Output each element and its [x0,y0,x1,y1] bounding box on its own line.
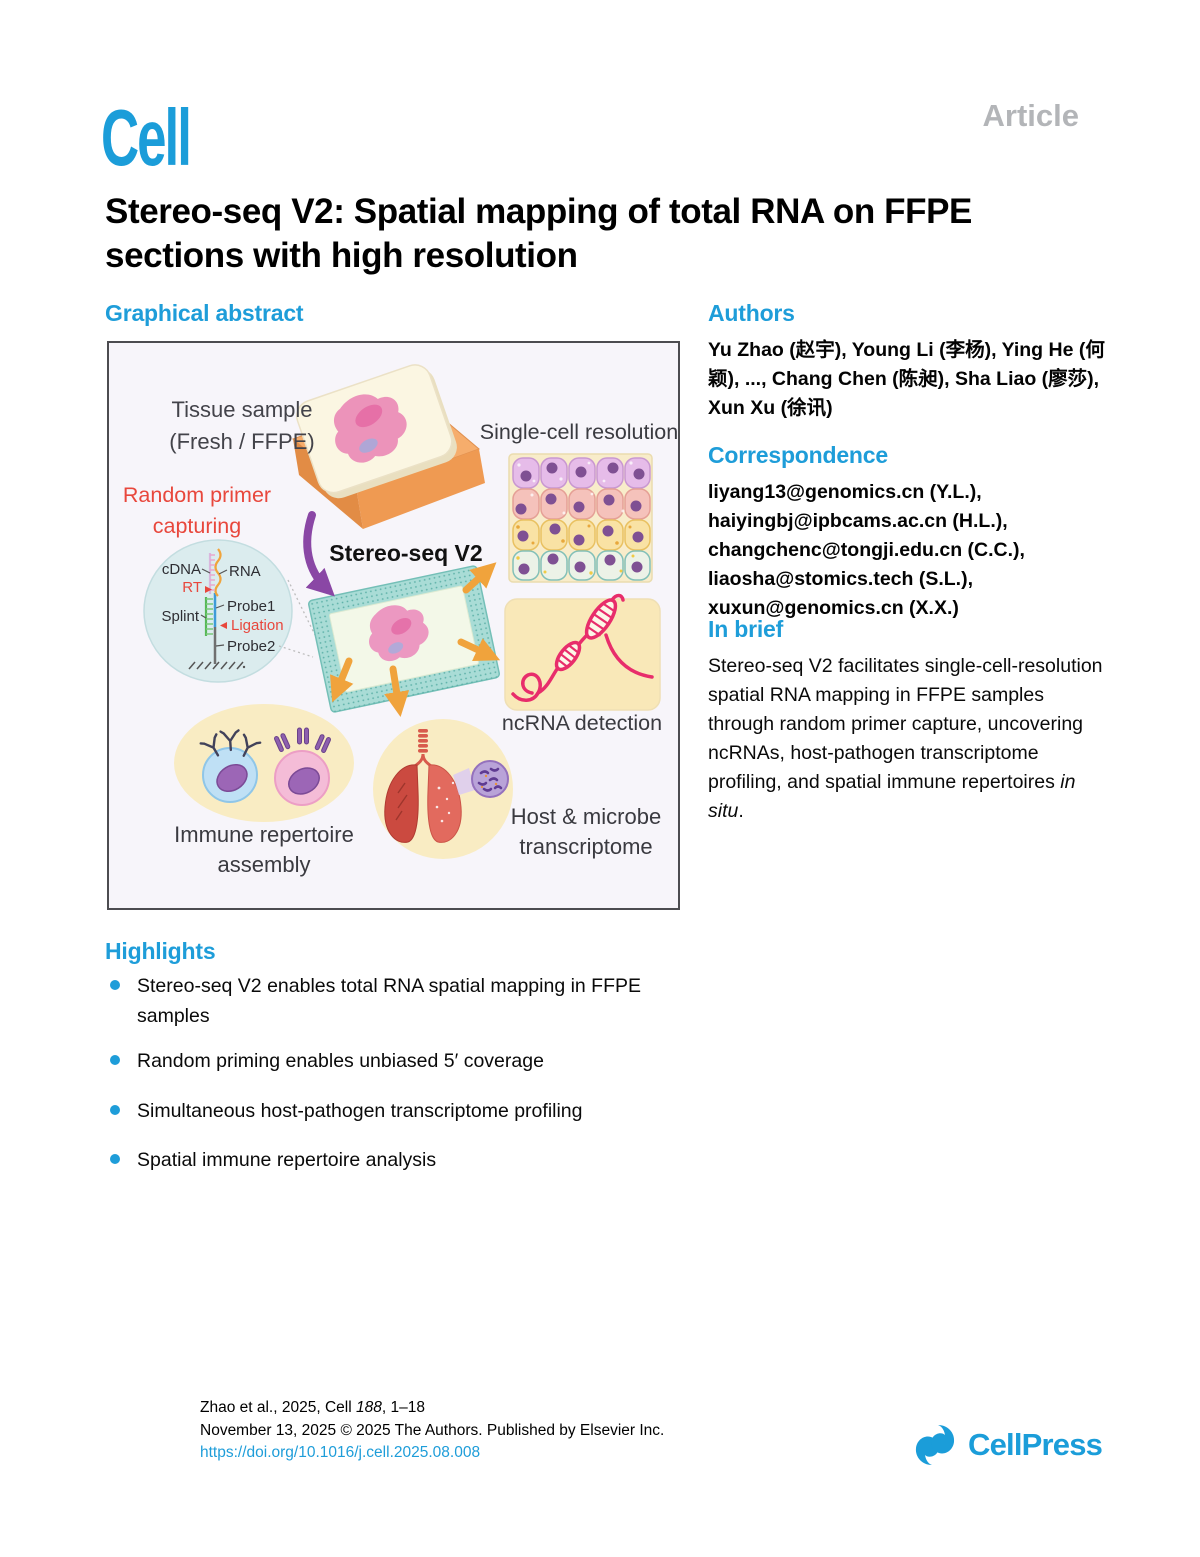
cell-journal-logo: Cell [101,93,192,182]
correspondence-email: haiyingbj@ipbcams.ac.cn (H.L.), [708,510,1008,532]
author-names: Yu Zhao (赵宇), Young Li (李杨), Ying He (何颖… [708,339,1105,419]
sequencing-chip-illustration [308,565,500,713]
in-brief-body: Stereo-seq V2 facilitates single-cell-re… [708,655,1103,793]
publication-date-line: November 13, 2025 © 2025 The Authors. Pu… [200,1421,665,1439]
tissue-sample-label-line2: (Fresh / FFPE) [169,429,314,454]
highlight-item: Simultaneous host-pathogen transcriptome… [110,1096,720,1126]
highlight-bullet-icon [110,1154,120,1164]
in-brief-italic: in situ [708,771,1076,822]
host-microbe-label-line1: Host & microbe [511,804,661,829]
doi-link[interactable]: https://doi.org/10.1016/j.cell.2025.08.0… [200,1444,481,1461]
stereo-seq-v2-label: Stereo-seq V2 [329,540,482,566]
single-cell-panel [508,453,653,583]
correspondence-heading: Correspondence [708,442,888,468]
single-cell-label: Single-cell resolution [480,420,678,444]
citation-volume: 188 [355,1399,382,1416]
citation-pages: , 1–18 [381,1399,425,1416]
tissue-sample-label-line1: Tissue sample [171,397,312,422]
ncrna-panel [504,593,661,711]
graphical-abstract-illustration: cDNA RNA RT Splint Probe1 Ligation Probe… [123,364,678,877]
magnifier-beam [453,768,475,795]
highlight-text: Simultaneous host-pathogen transcriptome… [137,1100,583,1122]
cellpress-logo: CellPress [912,1422,1103,1468]
highlight-item: Stereo-seq V2 enables total RNA spatial … [110,971,720,1031]
authors-heading: Authors [708,300,795,326]
lungs-illustration [373,719,513,859]
rt-label: RT [182,579,202,596]
highlight-bullet-icon [110,1105,120,1115]
highlight-text: Random priming enables unbiased 5′ cover… [137,1050,544,1072]
ligation-label: Ligation [231,617,284,634]
highlight-text: Spatial immune repertoire analysis [137,1149,437,1171]
cell-row-yellow [512,519,651,551]
cellpress-wordmark: CellPress [968,1427,1103,1462]
cdna-label: cDNA [162,561,201,578]
highlight-item: Spatial immune repertoire analysis [110,1145,720,1175]
highlights-heading: Highlights [105,938,216,964]
orange-arrow-to-lungs-icon [384,665,410,717]
correspondence-email: liaosha@stomics.tech (S.L.), [708,568,973,590]
paper-title: Stereo-seq V2: Spatial mapping of total … [105,192,972,275]
highlight-bullet-icon [110,980,120,990]
immune-repertoire-label-line1: Immune repertoire [174,822,354,847]
article-type-label: Article [982,98,1079,133]
random-primer-label-line1: Random primer [123,483,271,507]
host-microbe-label-line2: transcriptome [519,834,652,859]
orange-arrow-to-ncrna-icon [457,638,501,662]
correspondence-email: changchenc@tongji.edu.cn (C.C.), [708,539,1025,561]
citation-line: Zhao et al., 2025, Cell 188, 1–18 [200,1397,664,1420]
in-brief-heading: In brief [708,616,784,642]
orange-arrow-to-single-cell-icon [462,562,497,594]
ncrna-detection-label: ncRNA detection [502,711,662,735]
molecule-diagram: cDNA RNA RT Splint Probe1 Ligation Probe… [143,539,293,683]
immune-cells-illustration [174,704,354,822]
splint-label: Splint [161,608,199,625]
highlight-item: Random priming enables unbiased 5′ cover… [110,1046,720,1076]
callout-dotted-lines [278,579,317,658]
correspondence-email: liyang13@genomics.cn (Y.L.), [708,481,982,503]
correspondence-email: xuxun@genomics.cn (X.X.) [708,597,959,619]
random-primer-label-line2: capturing [153,514,241,538]
in-brief-text: Stereo-seq V2 facilitates single-cell-re… [708,652,1106,826]
immune-repertoire-label-line2: assembly [218,852,311,877]
orange-arrow-to-immune-icon [330,657,354,703]
in-brief-suffix: . [738,800,744,822]
correspondence-emails: liyang13@genomics.cn (Y.L.), haiyingbj@i… [708,478,1106,623]
probe1-label: Probe1 [227,598,275,615]
graphical-abstract-heading: Graphical abstract [105,300,304,326]
highlight-text: Stereo-seq V2 enables total RNA spatial … [137,975,642,1027]
highlight-bullet-icon [110,1055,120,1065]
cellpress-icon [915,1425,955,1465]
tissue-block-illustration [292,364,485,529]
graphical-abstract-figure: cDNA RNA RT Splint Probe1 Ligation Probe… [107,341,680,910]
rna-label: RNA [229,563,261,580]
purple-arrow-icon [303,511,335,597]
citation-block: Zhao et al., 2025, Cell 188, 1–18 Novemb… [200,1397,664,1465]
microbe-circle [471,760,509,798]
citation-pre: Zhao et al., 2025, Cell [200,1399,356,1416]
probe2-label: Probe2 [227,638,275,655]
